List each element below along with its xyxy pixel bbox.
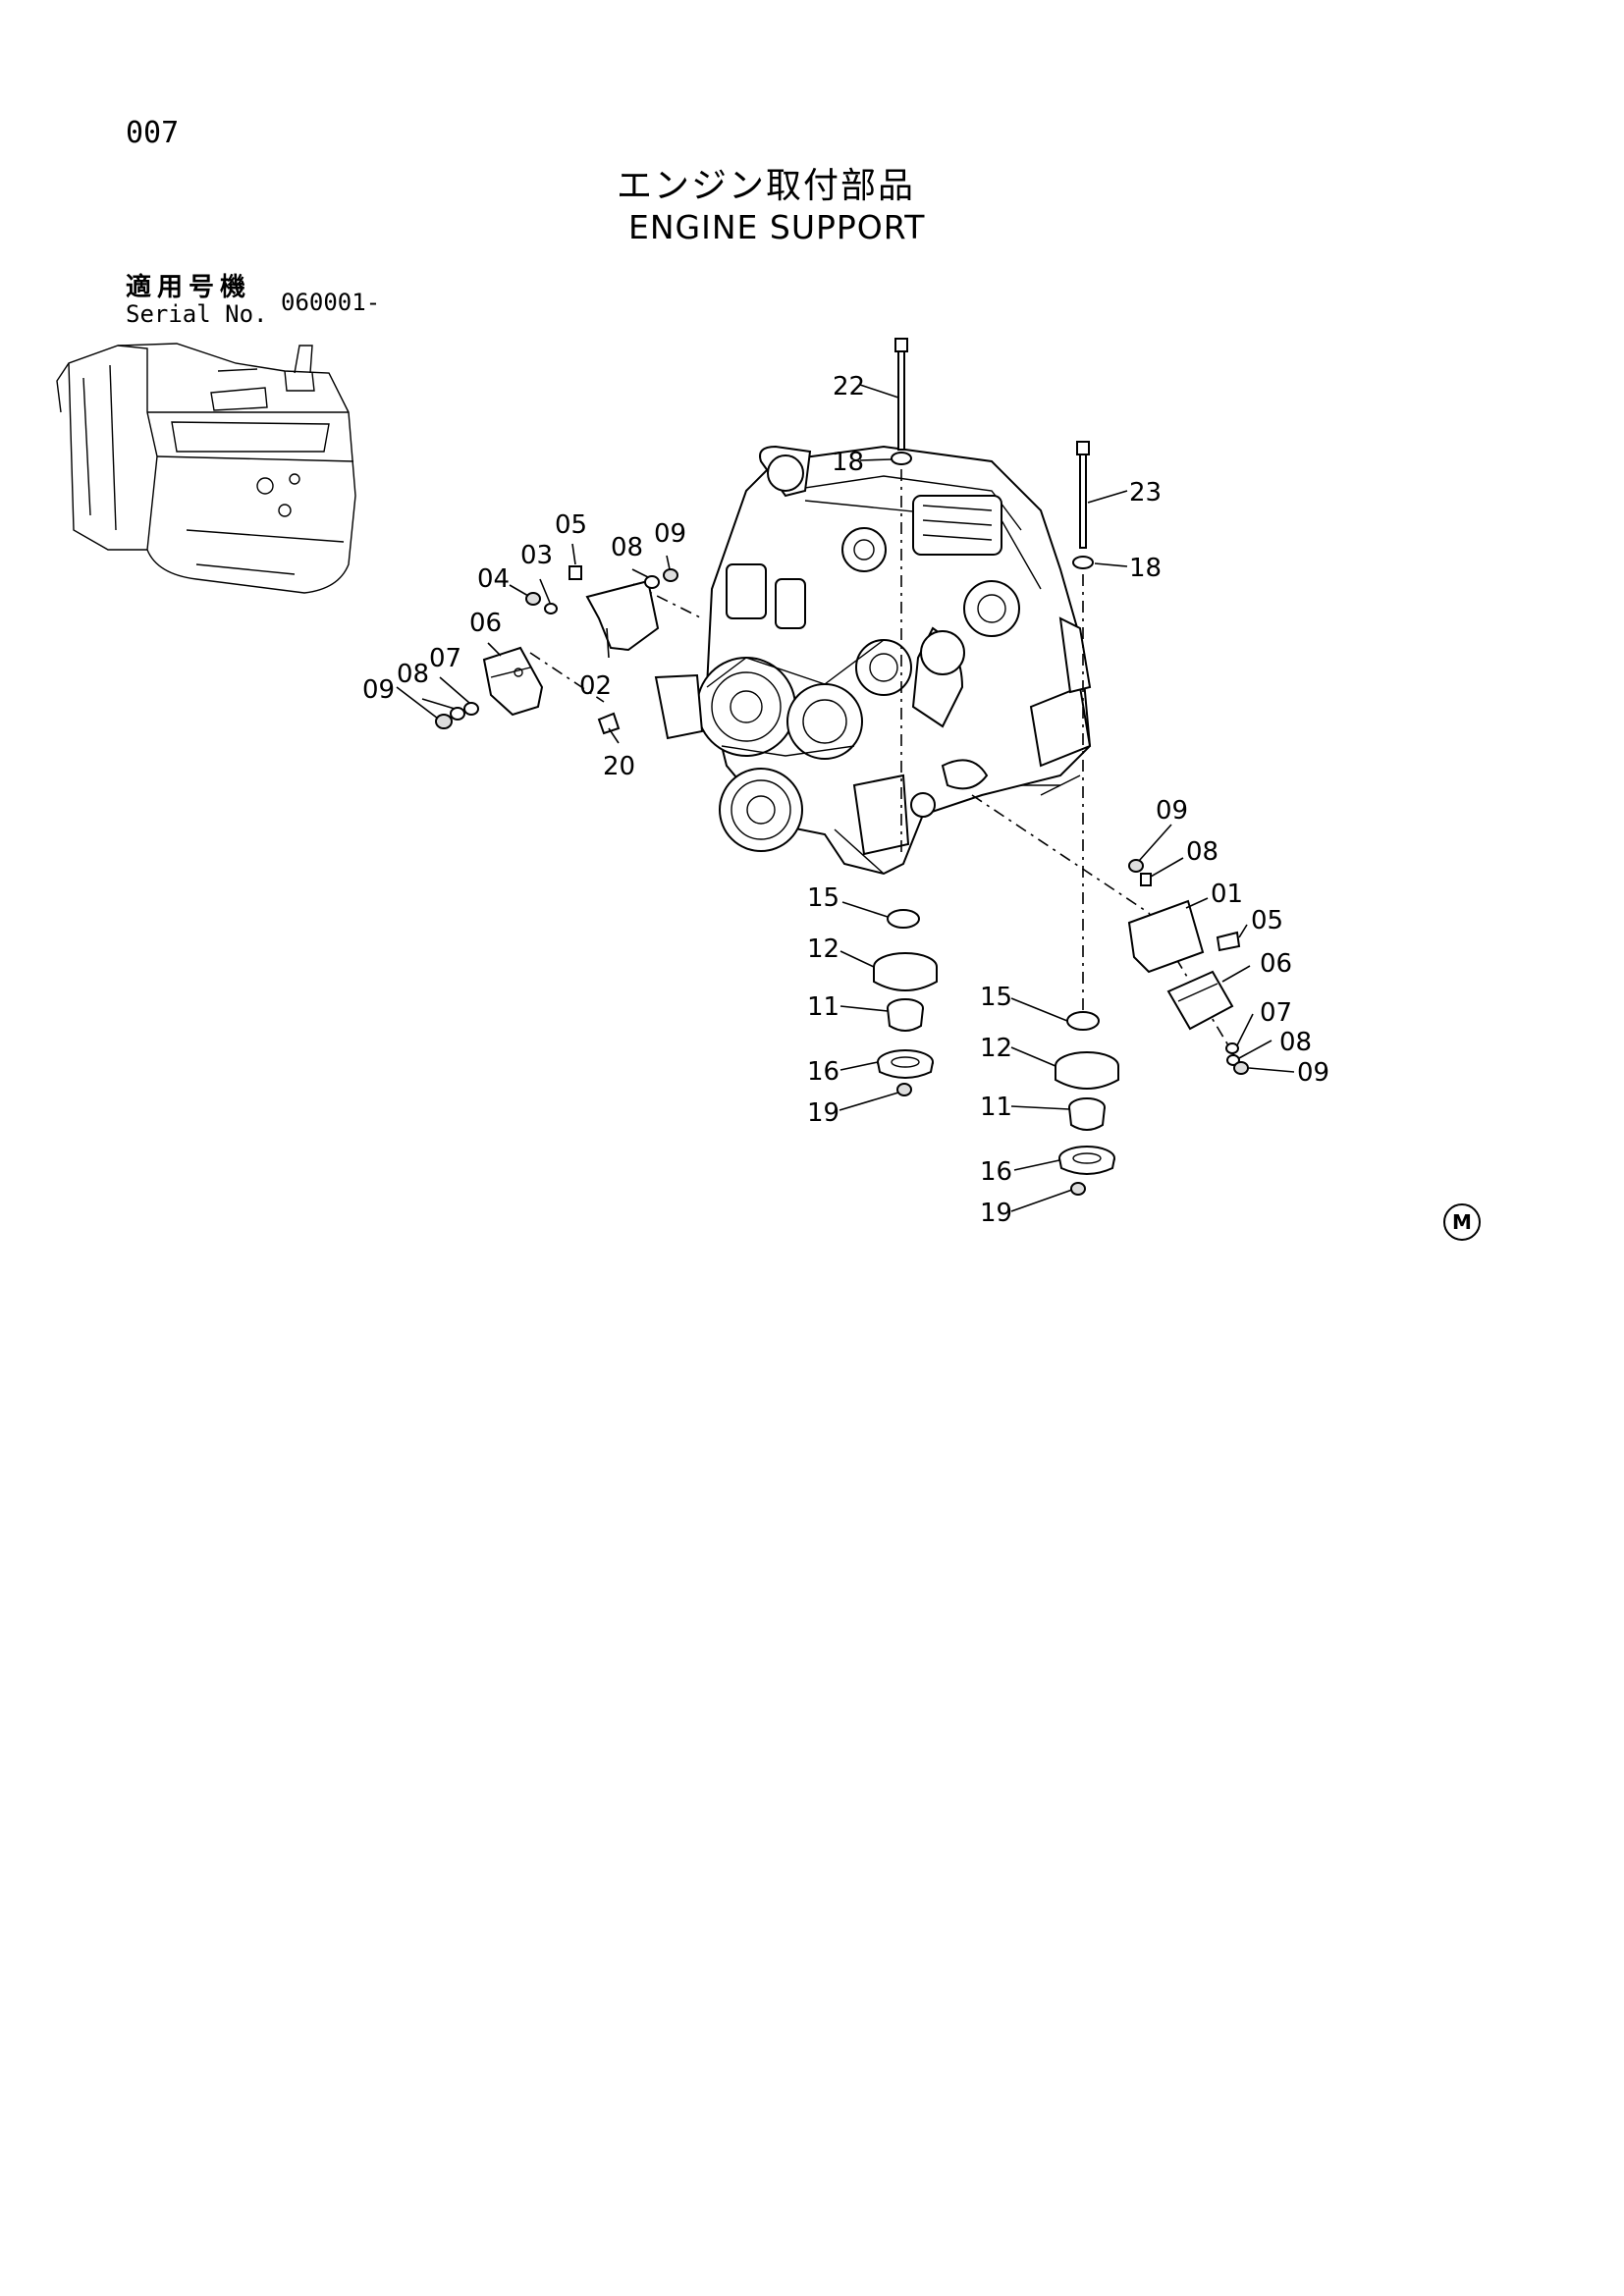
manufacturer-mark: M: [1443, 1203, 1481, 1241]
callout-09-right: 09: [1297, 1058, 1329, 1088]
callout-23: 23: [1129, 478, 1162, 507]
callout-08-right: 08: [1279, 1028, 1312, 1057]
bracket-01: [1127, 899, 1205, 974]
washer-18-front: [891, 452, 912, 465]
washer-18-rear: [1072, 556, 1094, 569]
nut-09-left-top: [663, 568, 678, 582]
serial-label-english: Serial No.: [126, 300, 268, 328]
callout-03: 03: [520, 541, 553, 570]
centerline-right-bracket: [971, 794, 1150, 914]
bolt-23: [1076, 441, 1090, 549]
callout-12-rear: 12: [980, 1034, 1012, 1063]
callout-06-right: 06: [1260, 949, 1292, 979]
callout-06-left: 06: [469, 609, 502, 638]
callout-08-left-top: 08: [611, 533, 643, 562]
nut-09-left: [435, 714, 453, 729]
bolt-05-right: [1216, 931, 1241, 952]
engine-assembly: [696, 445, 1092, 876]
washer-08-right: [1226, 1054, 1240, 1066]
washer-08-right-top: [1140, 873, 1152, 886]
callout-16-rear: 16: [980, 1157, 1012, 1187]
washer-07-left: [463, 702, 479, 716]
nut-09-right: [1233, 1061, 1249, 1075]
callout-19-rear: 19: [980, 1199, 1012, 1228]
nut-04: [525, 592, 541, 606]
bolt-20: [597, 712, 621, 735]
callout-05-left: 05: [555, 510, 587, 540]
callout-16-front: 16: [807, 1057, 839, 1087]
page-number: 007: [126, 116, 180, 150]
callout-04: 04: [477, 564, 510, 594]
excavator-thumbnail: [56, 343, 356, 594]
callout-09-left: 09: [362, 675, 395, 705]
callout-02: 02: [579, 671, 612, 701]
mount-stack-front: [873, 909, 938, 1096]
callout-11-front: 11: [807, 992, 839, 1022]
washer-08-left: [450, 707, 465, 721]
callout-19-front: 19: [807, 1098, 839, 1128]
callout-22: 22: [833, 372, 865, 401]
serial-number-value: 060001-: [281, 289, 381, 316]
title-japanese: エンジン取付部品: [617, 166, 916, 206]
callout-01: 01: [1211, 880, 1243, 909]
washer-03: [544, 603, 558, 614]
washer-07-right: [1225, 1042, 1239, 1054]
callout-08-left: 08: [397, 660, 429, 689]
engine-foot-left: [654, 673, 704, 740]
callout-07-right: 07: [1260, 998, 1292, 1028]
callout-20: 20: [603, 752, 635, 781]
callout-15-front: 15: [807, 883, 839, 913]
callout-12-front: 12: [807, 934, 839, 964]
mount-stack-rear: [1055, 1011, 1119, 1196]
callout-labels: 22 18 23 18 05 08 09 03 04 06 07 08 09 0…: [362, 372, 1329, 1228]
callout-18-front: 18: [832, 448, 864, 477]
callout-15-rear: 15: [980, 983, 1012, 1012]
serial-label-japanese: 適用号機: [126, 273, 252, 302]
leader-lines: [396, 384, 1295, 1212]
bolt-22: [894, 338, 908, 451]
callout-07-left: 07: [429, 644, 461, 673]
washer-08-left-top: [644, 575, 660, 589]
bracket-02: [585, 579, 660, 652]
callout-18-rear: 18: [1129, 554, 1162, 583]
nut-09-right-top: [1128, 859, 1144, 873]
title-english: ENGINE SUPPORT: [628, 208, 926, 246]
callout-08-right-top: 08: [1186, 837, 1218, 867]
callout-05-right: 05: [1251, 906, 1283, 935]
bolt-05-left: [568, 565, 582, 580]
callout-11-rear: 11: [980, 1093, 1012, 1122]
callout-09-right-top: 09: [1156, 796, 1188, 826]
callout-09-left-top: 09: [654, 519, 686, 549]
insulator-06-left: [482, 646, 544, 717]
centerline-left-insulator: [529, 652, 605, 703]
centerline-left-bracket: [632, 583, 703, 619]
insulator-06-right: [1166, 970, 1234, 1031]
